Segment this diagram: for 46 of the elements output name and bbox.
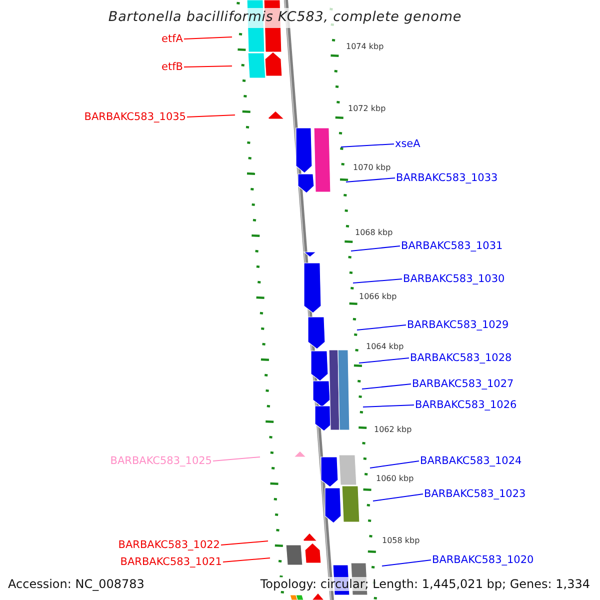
- leader-line: [346, 178, 396, 182]
- scale-label: 1068 kbp: [355, 228, 393, 237]
- gene-label: BARBAKC583_1031: [401, 240, 503, 252]
- leader-line: [358, 358, 410, 364]
- gene-label: BARBAKC583_1022: [118, 539, 220, 551]
- gene-label: BARBAKC583_1035: [84, 111, 186, 123]
- scale-label: 1064 kbp: [366, 342, 404, 351]
- leader-line: [212, 456, 260, 462]
- leader-line: [220, 540, 268, 546]
- scale-label: 1058 kbp: [382, 536, 420, 545]
- leader-line: [186, 114, 236, 118]
- scale-label: 1070 kbp: [353, 163, 391, 172]
- gene-label: BARBAKC583_1028: [410, 352, 512, 364]
- scale-label: 1062 kbp: [374, 425, 412, 434]
- gene-label: BARBAKC583_1027: [412, 378, 514, 390]
- leader-line: [222, 558, 270, 562]
- scale-label: 1060 kbp: [376, 474, 414, 483]
- gene-label: etfB: [162, 61, 183, 73]
- gene-label: BARBAKC583_1024: [420, 455, 522, 467]
- leader-line: [382, 560, 432, 566]
- map-title: Bartonella bacilliformis KC583, complete genome: [107, 9, 463, 25]
- gene-label: BARBAKC583_1033: [396, 172, 498, 184]
- scale-label: 1066 kbp: [359, 292, 397, 301]
- leader-line: [184, 36, 232, 40]
- gene-label: BARBAKC583_1029: [407, 319, 509, 331]
- genome-summary-text: Topology: circular; Length: 1,445,021 bp; Genes: 1,334: [260, 577, 590, 591]
- leader-line: [340, 144, 394, 148]
- leader-line: [350, 246, 400, 252]
- gene-label: BARBAKC583_1023: [424, 488, 526, 500]
- scale-label: 1074 kbp: [346, 42, 384, 51]
- gene-label: BARBAKC583_1025: [110, 455, 212, 467]
- gene-label: xseA: [395, 138, 420, 150]
- gene-label: BARBAKC583_1026: [415, 399, 517, 411]
- gene-label: etfA: [162, 33, 183, 45]
- leader-line: [372, 494, 424, 502]
- leader-line: [352, 278, 402, 284]
- leader-line: [362, 404, 414, 408]
- leader-line: [370, 460, 420, 468]
- accession-text: Accession: NC_008783: [8, 577, 144, 591]
- leader-line: [356, 324, 406, 330]
- leader-line: [362, 384, 412, 390]
- gene-label: BARBAKC583_1021: [120, 556, 222, 568]
- leader-line: [184, 66, 232, 68]
- scale-label: 1072 kbp: [348, 104, 386, 113]
- gene-label: BARBAKC583_1030: [403, 273, 505, 285]
- gene-label: BARBAKC583_1020: [432, 554, 534, 566]
